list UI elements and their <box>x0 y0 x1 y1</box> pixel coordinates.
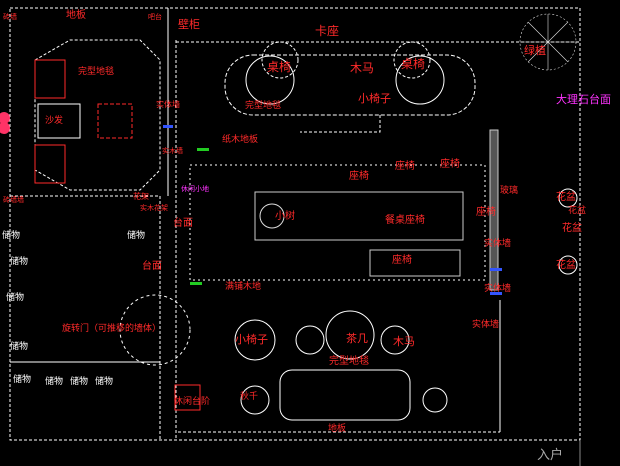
label-brick-wall: 砖墙 <box>3 13 17 21</box>
label-storage-9: 储物 <box>127 231 146 241</box>
label-flowerpot-2: 花盆 <box>568 206 587 216</box>
label-left-brick: 砖墙墙 <box>3 196 24 204</box>
color-markers <box>163 125 502 295</box>
lower-area <box>119 294 448 421</box>
label-table-left: 桌椅 <box>267 60 292 74</box>
label-flower-bed: 花架 <box>133 192 149 201</box>
label-stool: 木马 <box>350 61 375 75</box>
label-dining: 餐桌座椅 <box>385 215 425 226</box>
right-planters <box>558 188 578 275</box>
label-floor-bottom: 地板 <box>328 424 347 434</box>
label-chair-2: 座椅 <box>395 161 415 172</box>
label-storage-2: 储物 <box>10 257 29 267</box>
label-booth: 卡座 <box>315 24 340 38</box>
label-storage-7: 储物 <box>70 377 89 387</box>
label-storage-1: 储物 <box>2 231 21 241</box>
label-glass-1: 玻璃 <box>500 186 519 196</box>
label-table-right: 桌椅 <box>401 57 426 71</box>
label-glass-4: 实体墙 <box>472 320 500 330</box>
deck-area <box>189 129 499 291</box>
label-coffee: 茶几 <box>346 332 368 345</box>
label-carpet-mid: 完型地毯 <box>245 101 282 111</box>
label-plants: 休闲小地 <box>181 185 209 193</box>
label-glass-2: 实体墙 <box>484 239 512 249</box>
cafe-area <box>0 39 161 191</box>
label-flower-bed2: 实木花架 <box>140 204 168 212</box>
tree-icon <box>519 13 577 71</box>
label-chair-5: 座椅 <box>476 207 496 218</box>
label-table-center: 台面 <box>173 218 193 229</box>
label-cabinet: 壁柜 <box>178 18 200 31</box>
label-glass-3: 实体墙 <box>484 284 512 294</box>
label-chair-top: 小椅子 <box>358 92 391 105</box>
label-floor: 地板 <box>66 10 86 21</box>
label-sliding: 实体墙 <box>156 100 180 109</box>
label-step: 台面 <box>142 261 162 272</box>
label-stool-bottom: 木马 <box>393 335 415 348</box>
label-wood-bottom: 满铺木地 <box>225 282 262 292</box>
label-flowerpot-4: 花盆 <box>556 260 576 271</box>
label-left-wall: 实木墙 <box>162 147 183 155</box>
label-revolving: 旋转门（可推移的墙体） <box>62 324 162 334</box>
label-carpet-left: 完型地毯 <box>78 67 115 77</box>
label-storage-3: 储物 <box>6 293 25 303</box>
label-entrance: 入户 <box>537 448 564 463</box>
booth-area <box>224 41 476 133</box>
label-marble: 大理石台面 <box>556 93 611 106</box>
label-chair-1: 座椅 <box>349 171 369 182</box>
label-flowerpot-3: 花盆 <box>562 223 582 234</box>
label-steps: 休闲台阶 <box>174 397 211 407</box>
label-swing: 秋千 <box>240 392 259 402</box>
label-tree-center: 小树 <box>275 211 295 222</box>
label-carpet-bottom: 完型地毯 <box>329 356 369 367</box>
label-chair-bottom: 小椅子 <box>235 333 268 346</box>
label-chair-4: 座椅 <box>392 255 412 266</box>
label-tree: 绿植 <box>524 44 546 57</box>
label-storage-6: 储物 <box>45 377 64 387</box>
label-bar: 吧台 <box>148 13 162 21</box>
label-wood-top: 纸木地板 <box>222 135 259 145</box>
label-chair-3: 座椅 <box>440 159 460 170</box>
outer-walls <box>9 7 581 466</box>
label-flowerpot-1: 花盆 <box>556 192 576 203</box>
label-storage-5: 储物 <box>13 375 32 385</box>
label-sofa: 沙发 <box>45 116 64 126</box>
label-storage-4: 储物 <box>10 342 29 352</box>
label-storage-8: 储物 <box>95 377 114 387</box>
